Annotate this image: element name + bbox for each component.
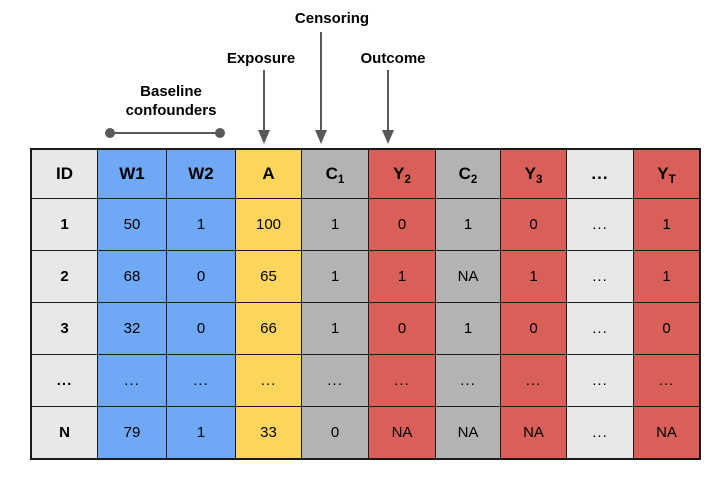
baseline-line-1: Baseline: [140, 83, 202, 100]
column-header-y3-subscript: 3: [535, 173, 543, 186]
annotation-label-censoring: Censoring: [294, 10, 370, 27]
cell-w1: 50: [97, 198, 167, 251]
cell-a: 65: [235, 250, 302, 303]
table-row: 1 50 1 100 1 0 1 0 ... 1: [30, 198, 701, 251]
cell-ellipsis: ...: [566, 302, 634, 355]
cell-id: 1: [30, 198, 98, 251]
cell-w1: 79: [97, 406, 167, 460]
cell-y2: 0: [368, 302, 436, 355]
column-header-w1-label: W1: [119, 164, 145, 183]
column-header-c2: C2: [435, 148, 501, 199]
column-header-ellipsis-label: ...: [591, 164, 609, 183]
cell-y3: ...: [500, 354, 567, 407]
annotation-label-exposure: Exposure: [226, 50, 296, 67]
cell-y3: NA: [500, 406, 567, 460]
column-header-ellipsis: ...: [566, 148, 634, 199]
longitudinal-data-table: ID W1 W2 A C1 Y2 C2: [30, 148, 701, 460]
column-header-w2: W2: [166, 148, 236, 199]
cell-y2: NA: [368, 406, 436, 460]
arrow-censoring: [315, 32, 327, 144]
cell-c2: ...: [435, 354, 501, 407]
column-header-w1: W1: [97, 148, 167, 199]
baseline-line-2: confounders: [125, 102, 217, 119]
arrow-outcome: [382, 70, 394, 144]
cell-y3: 0: [500, 302, 567, 355]
column-header-c1-label: C: [325, 164, 338, 183]
cell-y3: 0: [500, 198, 567, 251]
cell-c1: 1: [301, 198, 369, 251]
cell-id: 2: [30, 250, 98, 303]
cell-a: 33: [235, 406, 302, 460]
cell-c1: 1: [301, 250, 369, 303]
cell-w2: 1: [166, 406, 236, 460]
annotation-label-outcome: Outcome: [360, 50, 426, 67]
cell-y2: 1: [368, 250, 436, 303]
cell-w1: 32: [97, 302, 167, 355]
cell-ellipsis: ...: [566, 406, 634, 460]
cell-ellipsis: ...: [566, 250, 634, 303]
cell-c1: 0: [301, 406, 369, 460]
table-row: 2 68 0 65 1 1 NA 1 ... 1: [30, 250, 701, 303]
column-header-yt: YT: [633, 148, 701, 199]
cell-ellipsis: ...: [566, 198, 634, 251]
column-header-c2-label: C: [458, 164, 471, 183]
annotation-label-baseline-confounders: Baseline confounders: [103, 82, 239, 120]
table-header-row: ID W1 W2 A C1 Y2 C2: [30, 148, 701, 199]
cell-ellipsis: ...: [566, 354, 634, 407]
cell-w2: ...: [166, 354, 236, 407]
cell-c1: ...: [301, 354, 369, 407]
cell-yt: 1: [633, 250, 701, 303]
column-header-y2-label: Y: [393, 164, 405, 183]
cell-w2: 0: [166, 250, 236, 303]
cell-y2: ...: [368, 354, 436, 407]
cell-yt: 1: [633, 198, 701, 251]
cell-c2: 1: [435, 198, 501, 251]
column-header-a: A: [235, 148, 302, 199]
cell-w1: ...: [97, 354, 167, 407]
column-header-a-label: A: [262, 164, 275, 183]
column-header-y2: Y2: [368, 148, 436, 199]
cell-y3: 1: [500, 250, 567, 303]
table-row-ellipsis: ... ... ... ... ... ... ... ... ... ...: [30, 354, 701, 407]
cell-y2: 0: [368, 198, 436, 251]
cell-id: 3: [30, 302, 98, 355]
column-header-id-label: ID: [56, 164, 73, 183]
column-header-c1: C1: [301, 148, 369, 199]
column-header-y3-label: Y: [524, 164, 536, 183]
column-header-c2-subscript: 2: [470, 173, 478, 186]
cell-a: 66: [235, 302, 302, 355]
baseline-confounders-bracket: [105, 128, 225, 138]
table-row: N 79 1 33 0 NA NA NA ... NA: [30, 406, 701, 460]
arrow-exposure: [258, 70, 270, 144]
column-header-yt-subscript: T: [668, 173, 676, 186]
cell-id: N: [30, 406, 98, 460]
cell-id: ...: [30, 354, 98, 407]
column-header-yt-label: Y: [657, 164, 669, 183]
cell-c2: NA: [435, 250, 501, 303]
cell-c1: 1: [301, 302, 369, 355]
cell-w1: 68: [97, 250, 167, 303]
column-header-y3: Y3: [500, 148, 567, 199]
cell-yt: ...: [633, 354, 701, 407]
cell-c2: 1: [435, 302, 501, 355]
cell-a: ...: [235, 354, 302, 407]
cell-w2: 1: [166, 198, 236, 251]
column-header-w2-label: W2: [188, 164, 214, 183]
column-header-c1-subscript: 1: [337, 173, 345, 186]
table-row: 3 32 0 66 1 0 1 0 ... 0: [30, 302, 701, 355]
cell-w2: 0: [166, 302, 236, 355]
cell-c2: NA: [435, 406, 501, 460]
cell-yt: NA: [633, 406, 701, 460]
column-header-y2-subscript: 2: [404, 173, 411, 186]
cell-a: 100: [235, 198, 302, 251]
cell-yt: 0: [633, 302, 701, 355]
column-header-id: ID: [30, 148, 98, 199]
